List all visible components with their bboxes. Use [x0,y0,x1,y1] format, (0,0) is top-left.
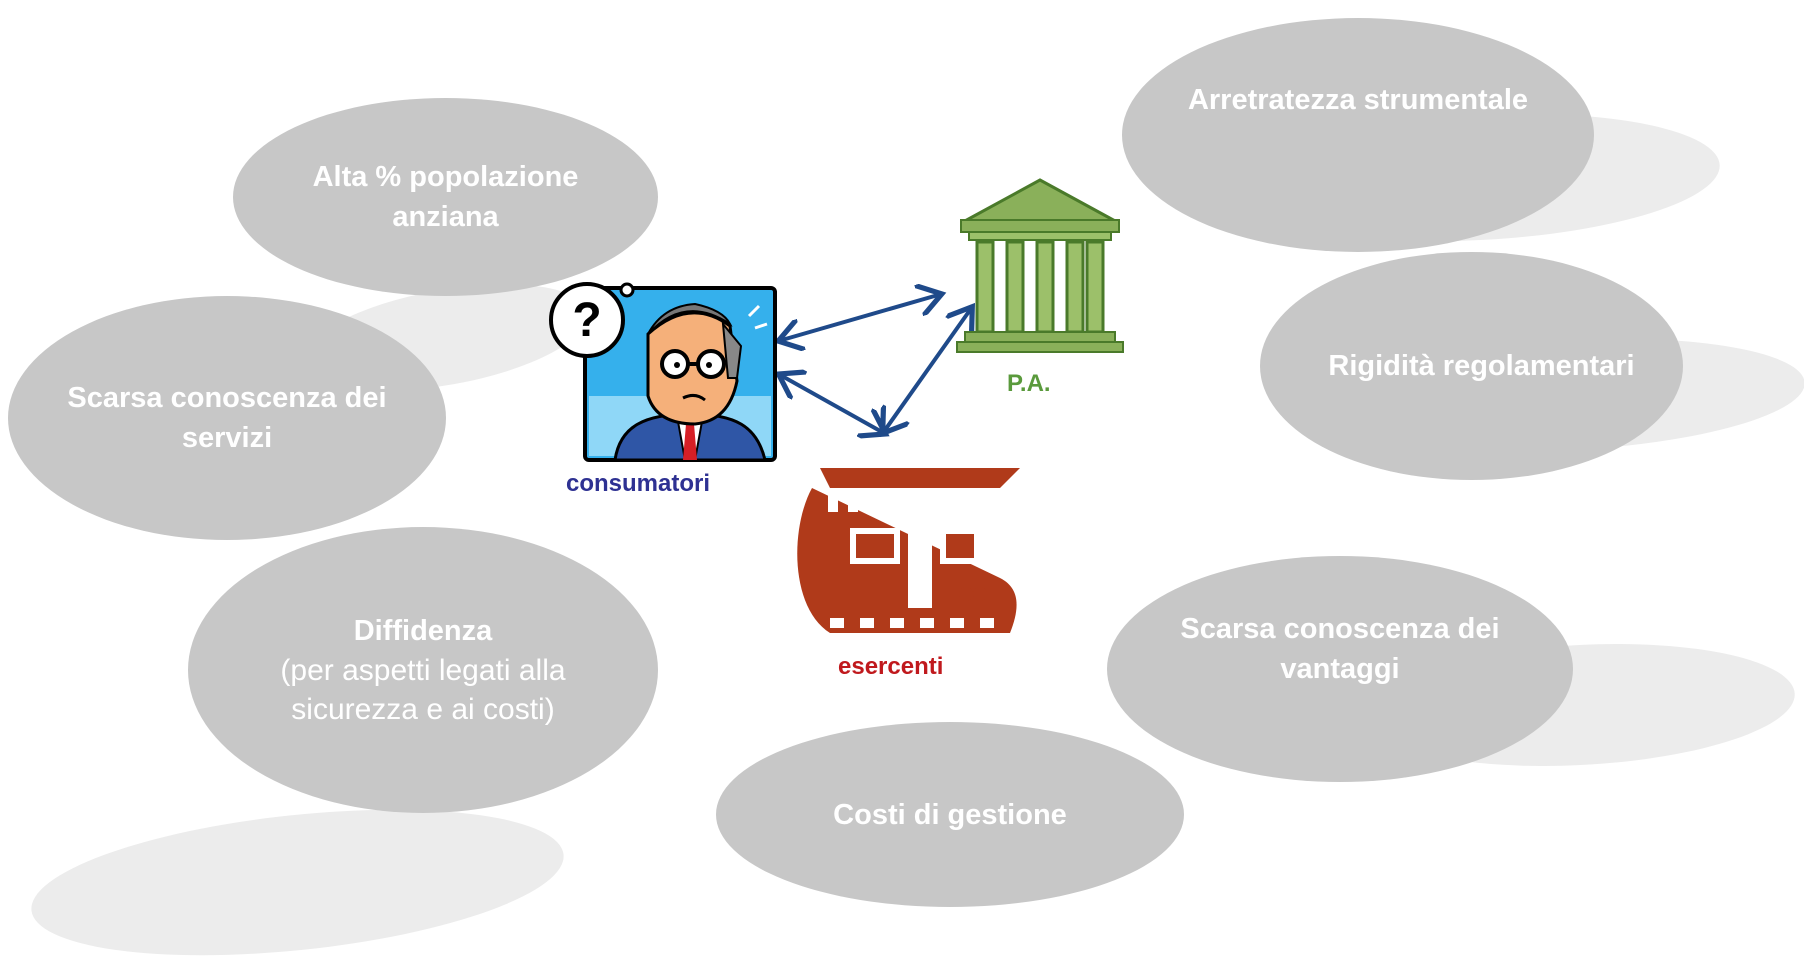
bubble-detail: (per aspetti legati alla sicurezza e ai … [280,654,566,726]
bubble-alta-popolazione: Alta % popolazione anziana [233,98,658,296]
question-mark-icon: ? [549,282,635,358]
relationship-arrows [0,0,1804,953]
bubble-text: Rigidità regolamentari [1328,350,1635,382]
bubble-scarsa-conoscenza-vantaggi: Scarsa conoscenza dei vantaggi [1107,556,1573,782]
arrow-consumatori-esercenti [782,376,882,432]
government-building-icon [956,178,1124,353]
bubble-costi-gestione: Costi di gestione [716,722,1184,907]
arrow-pa-esercenti [885,310,970,430]
esercenti-label: esercenti [838,653,944,680]
bubble-text: Scarsa conoscenza dei servizi [67,382,387,454]
bubble-text: Scarsa conoscenza dei vantaggi [1180,613,1500,685]
bubble-scarsa-conoscenza-servizi: Scarsa conoscenza dei servizi [8,296,446,540]
pa-label: P.A. [1007,370,1051,397]
bubble-title: Diffidenza [353,615,493,647]
bubble-text: Arretratezza strumentale [1187,84,1529,116]
bubble-text: Costi di gestione [833,798,1067,831]
consumer-illustration: ? [549,282,777,462]
confused-businessman-icon [583,286,777,462]
arrow-consumatori-pa [782,295,938,340]
svg-text:?: ? [572,294,601,347]
bubble-text: Alta % popolazione anziana [312,161,579,233]
bubble-arretratezza-strumentale: Arretratezza strumentale [1122,18,1594,252]
consumatori-label: consumatori [566,470,711,497]
pa-building [956,178,1124,353]
shop-illustration [797,468,1020,633]
bubble-diffidenza: Diffidenza (per aspetti legati alla sicu… [188,527,658,813]
bubble-rigidita-regolamentari: Rigidità regolamentari [1260,252,1683,480]
shop-storefront-icon [797,468,1020,633]
